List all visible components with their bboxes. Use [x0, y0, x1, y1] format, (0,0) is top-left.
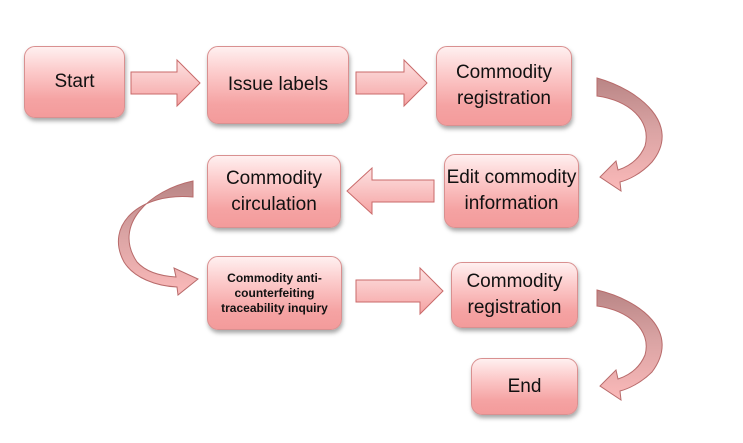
node-end: End [471, 358, 578, 415]
node-commodity-registration-2: Commodity registration [451, 262, 578, 328]
arrow-issue-to-registration [355, 58, 428, 108]
arrow-edit-to-circulation [346, 166, 435, 216]
arrow-inquiry-to-registration [355, 266, 444, 316]
node-commodity-registration: Commodity registration [436, 46, 572, 126]
node-anti-counterfeiting-inquiry: Commodity anti-counterfeiting traceabili… [207, 256, 342, 330]
node-start: Start [24, 46, 125, 118]
arrow-registration-to-edit [596, 77, 663, 193]
arrow-circulation-to-inquiry [118, 180, 199, 296]
node-commodity-circulation: Commodity circulation [207, 155, 341, 228]
arrow-start-to-issue [130, 58, 201, 108]
node-edit-commodity-information: Edit commodity information [444, 154, 579, 228]
node-issue-labels: Issue labels [207, 46, 349, 124]
arrow-registration-to-end [596, 289, 663, 402]
